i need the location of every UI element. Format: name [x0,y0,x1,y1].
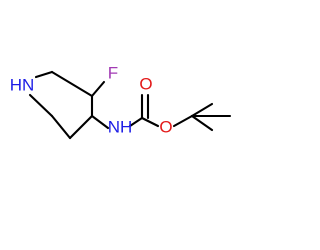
bond-quaternary-c-methyl-bottom [190,114,214,132]
bond-c5-f [90,80,106,98]
bond-c3-c4 [68,114,94,140]
bond-c4-nh [90,114,110,130]
bond-nh-carbonyl [128,116,144,128]
atom-label-ring-nitrogen: HN [10,75,35,94]
molecule-structure: HN F NH O O [10,63,232,140]
atom-label-carbonyl-oxygen: O [139,74,152,93]
bond-c2-c3 [50,114,72,140]
atom-label-fluorine: F [108,63,118,82]
bond-n1-c6 [34,70,54,79]
bond-carbonyl-o-ester [140,116,160,128]
bond-o-quaternary-c [172,114,194,128]
atom-label-ester-oxygen: O [159,117,172,136]
atom-label-amide-nitrogen: NH [108,117,133,136]
bond-n1-c2 [28,93,54,118]
bond-c5-c6 [50,70,94,98]
bond-quaternary-c-methyl-top [190,102,214,118]
